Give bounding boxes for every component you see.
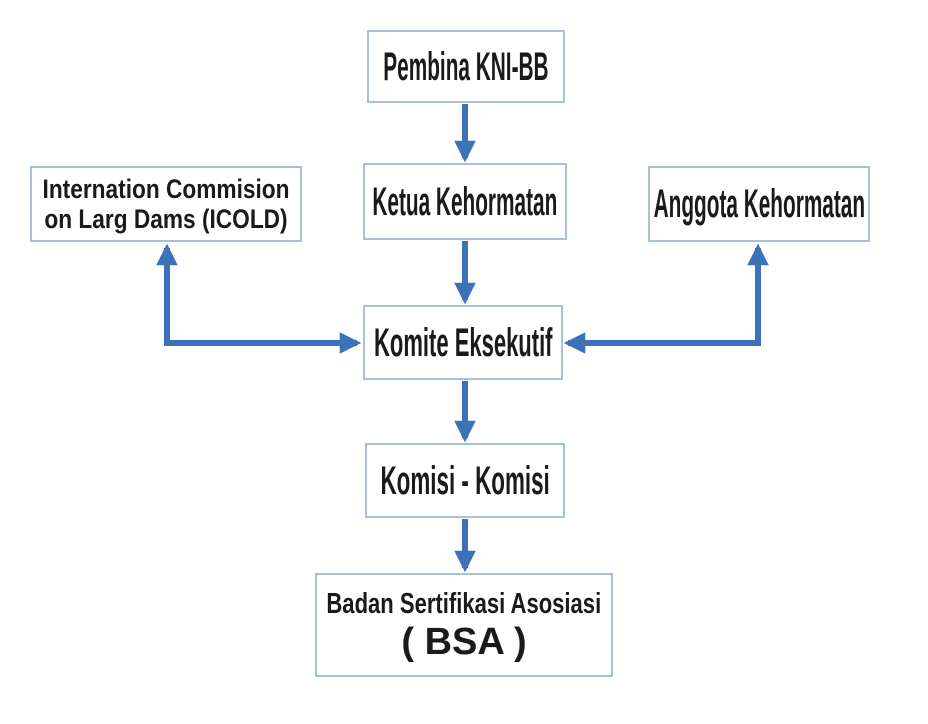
node-pembina-kni-bb: Pembina KNI-BB bbox=[367, 30, 565, 103]
node-icold-label: Internation Commision on Larg Dams (ICOL… bbox=[43, 174, 290, 234]
node-komisi-komisi: Komisi - Komisi bbox=[365, 443, 565, 518]
node-ketua-kehormatan: Ketua Kehormatan bbox=[363, 163, 567, 240]
node-pembina-label: Pembina KNI-BB bbox=[383, 44, 549, 89]
node-bsa-line1: Badan Sertifikasi Asosiasi bbox=[326, 587, 602, 620]
arrow-komite-anggota-elbow bbox=[563, 243, 769, 354]
node-anggota-label: Anggota Kehormatan bbox=[653, 182, 865, 226]
node-komite-label: Komite Eksekutif bbox=[373, 320, 553, 365]
arrow-komite-icold-elbow bbox=[156, 243, 362, 354]
node-anggota-kehormatan: Anggota Kehormatan bbox=[648, 166, 870, 242]
node-komisi-label: Komisi - Komisi bbox=[380, 458, 550, 503]
node-ketua-label: Ketua Kehormatan bbox=[372, 179, 558, 224]
node-bsa-line2: ( BSA ) bbox=[401, 620, 527, 663]
node-badan-sertifikasi-asosiasi: Badan Sertifikasi Asosiasi ( BSA ) bbox=[315, 573, 613, 677]
node-icold-line1: Internation Commision bbox=[42, 173, 290, 204]
node-icold: Internation Commision on Larg Dams (ICOL… bbox=[30, 166, 302, 242]
node-komite-eksekutif: Komite Eksekutif bbox=[363, 305, 563, 380]
node-icold-line2: on Larg Dams (ICOLD) bbox=[44, 204, 288, 234]
